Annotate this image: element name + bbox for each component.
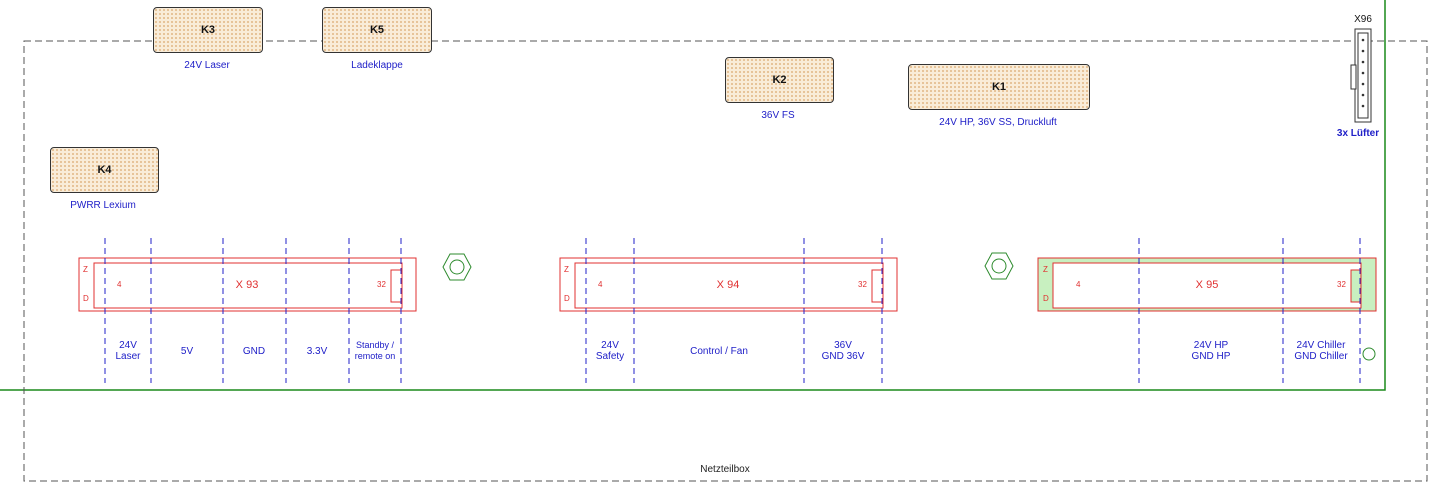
group-x94-control-fan: Control / Fan: [690, 346, 748, 357]
x96-caption: 3x Lüfter: [1336, 128, 1380, 139]
group-line: 24V HP: [1193, 340, 1229, 351]
x95-pin-start: 4: [1076, 280, 1081, 289]
relay-k5-caption: Ladeklappe: [351, 60, 403, 71]
group-x93-3v3: 3.3V: [307, 346, 328, 357]
fan-connector-x96: [1350, 28, 1372, 123]
relay-k2: K2: [725, 57, 834, 103]
relay-k5-name: K5: [369, 24, 385, 36]
group-x93-gnd: GND: [243, 346, 265, 357]
terminal-x95: [1037, 257, 1377, 312]
relay-k5: K5: [322, 7, 432, 53]
group-line: 36V: [834, 340, 852, 351]
terminal-x93: [78, 257, 417, 312]
x93-pin-start: 4: [117, 280, 122, 289]
group-line: GND Chiller: [1294, 351, 1348, 362]
group-x95-24v-hp: 24V HP GND HP: [1192, 340, 1231, 362]
x96-label: X96: [1354, 14, 1372, 25]
group-line: 24V: [119, 340, 137, 351]
group-line: Laser: [115, 351, 141, 362]
group-line: 24V Chiller: [1296, 340, 1346, 351]
group-x93-24v-laser: 24V Laser: [115, 340, 140, 362]
board-outline: [0, 0, 1386, 391]
x94-row-z: Z: [564, 265, 569, 274]
group-line: remote on: [354, 351, 396, 361]
relay-k1-name: K1: [991, 81, 1007, 93]
relay-k4: K4: [50, 147, 159, 193]
netzteilbox-outline: [23, 40, 1428, 482]
group-line: 3.3V: [306, 346, 328, 357]
group-x93-5v: 5V: [181, 346, 193, 357]
group-line: 24V: [601, 340, 619, 351]
x95-row-z: Z: [1043, 265, 1048, 274]
group-line: Control / Fan: [690, 346, 748, 357]
group-x95-24v-chiller: 24V Chiller GND Chiller: [1294, 340, 1347, 362]
netzteilbox-label: Netzteilbox: [700, 464, 750, 475]
x93-row-d: D: [83, 294, 89, 303]
relay-k2-caption: 36V FS: [761, 110, 795, 121]
relay-k3-name: K3: [200, 24, 216, 36]
relay-k3: K3: [153, 7, 263, 53]
group-line: GND HP: [1191, 351, 1231, 362]
group-separators: [104, 238, 1361, 383]
group-line: 5V: [180, 346, 194, 357]
group-line: Standby /: [355, 340, 395, 350]
mounting-hole: [1362, 347, 1376, 361]
relay-k1: K1: [908, 64, 1090, 110]
relay-k4-name: K4: [97, 164, 112, 176]
group-line: GND 36V: [821, 351, 865, 362]
x94-row-d: D: [564, 294, 570, 303]
x93-row-z: Z: [83, 265, 88, 274]
x93-pin-end: 32: [377, 280, 386, 289]
x94-pin-end: 32: [858, 280, 867, 289]
standoff-hex-right: [984, 252, 1014, 280]
x95-pin-end: 32: [1337, 280, 1346, 289]
standoff-hex-left: [442, 253, 472, 281]
x94-pin-start: 4: [598, 280, 603, 289]
group-line: Safety: [595, 351, 625, 362]
x94-name: X 94: [716, 279, 740, 291]
terminal-x94: [559, 257, 898, 312]
relay-k2-name: K2: [772, 74, 787, 86]
group-x93-standby: Standby / remote on: [355, 340, 396, 362]
relay-k3-caption: 24V Laser: [184, 60, 230, 71]
group-line: GND: [242, 346, 266, 357]
group-x94-36v: 36V GND 36V: [822, 340, 865, 362]
x95-row-d: D: [1043, 294, 1049, 303]
relay-k1-caption: 24V HP, 36V SS, Druckluft: [939, 117, 1057, 128]
x93-name: X 93: [235, 279, 259, 291]
x95-name: X 95: [1195, 279, 1219, 291]
group-x94-24v-safety: 24V Safety: [596, 340, 624, 362]
relay-k4-caption: PWRR Lexium: [70, 200, 136, 211]
